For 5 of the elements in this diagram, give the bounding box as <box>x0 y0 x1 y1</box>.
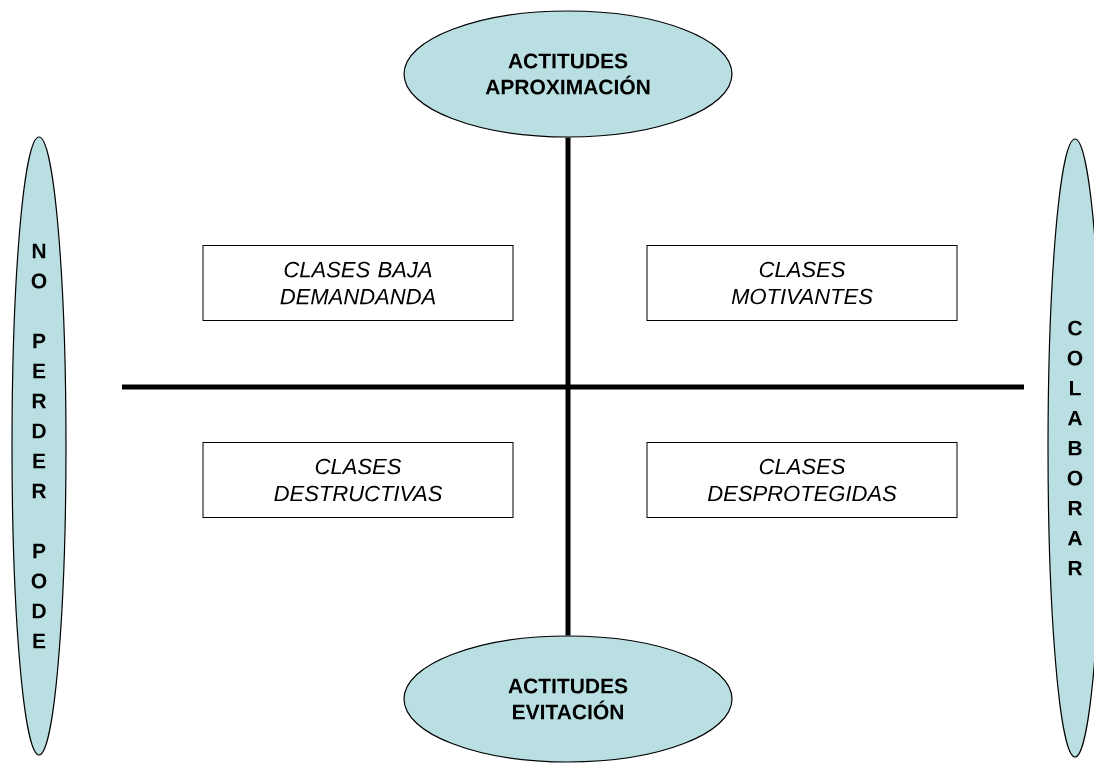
connector-line <box>565 137 571 636</box>
quadrant-box: CLASES DESPROTEGIDAS <box>646 442 958 518</box>
quadrant-box: CLASES DESTRUCTIVAS <box>202 442 514 518</box>
quadrant-box: CLASES MOTIVANTES <box>646 245 958 321</box>
quadrant-box: CLASES BAJA DEMANDANDA <box>202 245 514 321</box>
